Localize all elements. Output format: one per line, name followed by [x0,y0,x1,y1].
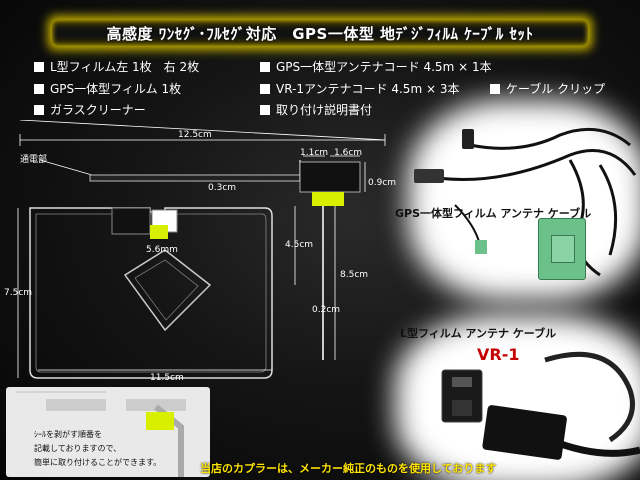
dim-0-2: 0.2cm [312,305,341,315]
gps-cable-photo [414,127,637,277]
dim-1-6: 1.6cm [334,148,363,158]
dim-11-5: 11.5cm [150,373,184,383]
photo-glow-top [408,100,640,300]
feature-item: ガラスクリーナー [34,101,146,118]
film-diagram [17,120,386,379]
bullet-square-icon [260,104,270,115]
feature-item: ケーブル クリップ [490,80,605,97]
note-line: 記載しておりますので、 [34,444,122,453]
bullet-square-icon [34,104,44,115]
feature-text: GPS一体型アンテナコード 4.5m × 1本 [276,60,492,74]
gps-green-connector [538,218,586,280]
feature-item: L型フィルム左 1枚 右 2枚 [34,58,199,75]
dim-4-5: 4.5cm [285,240,314,250]
dim-1-1: 1.1cm [300,148,329,158]
l-cable-photo [441,351,640,460]
bullet-square-icon [34,83,44,94]
film-tab-illustration [16,391,186,477]
feature-text: 取り付け説明書付 [276,103,373,117]
feature-item: GPS一体型アンテナコード 4.5m × 1本 [260,58,492,75]
note-line: ｼｰﾙを剥がす順番を [34,430,102,439]
note-box: ｼｰﾙを剥がす順番を 記載しておりますので、 簡単に取り付けることができます。 [6,387,210,477]
bullet-square-icon [34,61,44,72]
title-banner: 高感度 ﾜﾝｾｸﾞ･ﾌﾙｾｸﾞ対応 GPS一体型 地ﾃﾞｼﾞﾌｨﾙﾑ ｹｰﾌﾞﾙ… [52,20,588,46]
feature-text: ガラスクリーナー [50,103,146,117]
coupler-notice: 当店のカプラーは、メーカー純正のものを使用しております [200,462,497,475]
feature-item: 取り付け説明書付 [260,101,372,118]
feature-item: VR-1アンテナコード 4.5m × 3本 [260,80,459,97]
feature-item: GPS一体型フィルム 1枚 [34,80,181,97]
dim-5-6mm: 5.6mm [146,245,178,255]
dim-width-top: 12.5cm [178,130,212,140]
feature-text: ケーブル クリップ [506,82,606,96]
dim-transmit-label: 通電部 [20,155,48,165]
dim-0-3: 0.3cm [208,183,237,193]
feature-text: L型フィルム左 1枚 右 2枚 [50,60,200,74]
bullet-square-icon [490,83,500,94]
connector-socket-icon [551,235,575,263]
gps-cable-label: GPS一体型フィルム アンテナ ケーブル [395,207,592,220]
title-text: 高感度 ﾜﾝｾｸﾞ･ﾌﾙｾｸﾞ対応 GPS一体型 地ﾃﾞｼﾞﾌｨﾙﾑ ｹｰﾌﾞﾙ… [106,24,534,43]
feature-text: VR-1アンテナコード 4.5m × 3本 [276,82,460,96]
feature-text: GPS一体型フィルム 1枚 [50,82,182,96]
dim-7-5: 7.5cm [4,288,33,298]
bullet-square-icon [260,83,270,94]
dim-0-9: 0.9cm [368,178,397,188]
dim-8-5: 8.5cm [340,270,369,280]
l-cable-label: L型フィルム アンテナ ケーブル [400,327,557,340]
vr1-label: VR-1 [477,345,520,364]
note-line: 簡単に取り付けることができます。 [34,458,162,467]
bullet-square-icon [260,61,270,72]
